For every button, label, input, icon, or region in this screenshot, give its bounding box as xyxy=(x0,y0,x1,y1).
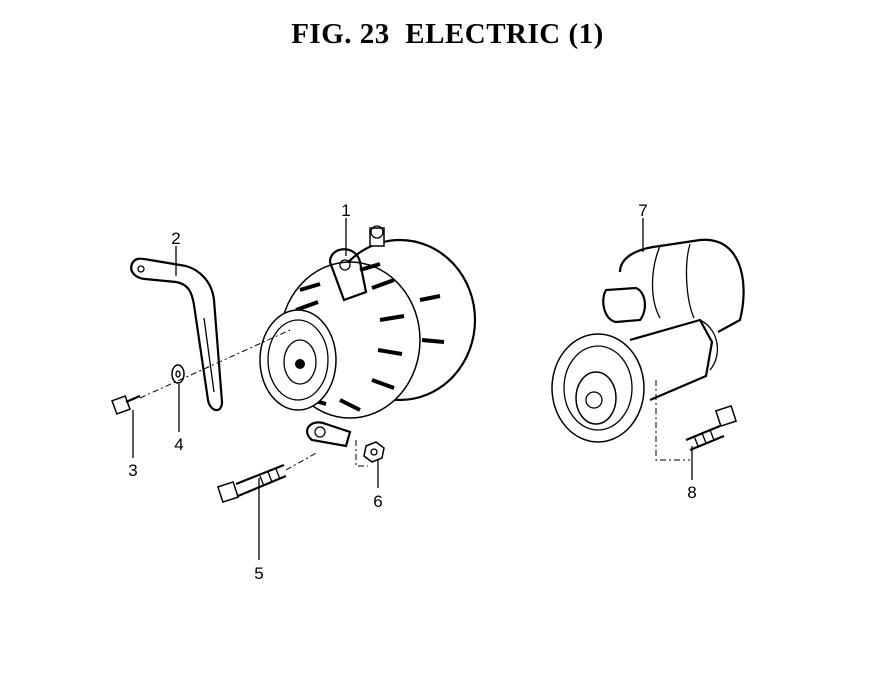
part-1-alternator[interactable] xyxy=(259,225,477,448)
callout-1: 1 xyxy=(341,201,350,220)
callout-8: 8 xyxy=(687,483,696,502)
part-5-bolt[interactable] xyxy=(216,463,287,504)
part-7-starter[interactable] xyxy=(551,238,745,443)
part-8-bolt[interactable] xyxy=(685,404,738,452)
callout-3: 3 xyxy=(128,461,137,480)
part-3-bolt[interactable] xyxy=(111,394,141,415)
callout-5: 5 xyxy=(254,564,263,583)
figure-title: FIG. 23 ELECTRIC (1) xyxy=(291,18,604,50)
part-4-washer[interactable] xyxy=(171,364,185,384)
callout-2: 2 xyxy=(171,229,180,248)
callout-6: 6 xyxy=(373,492,382,511)
part-6-nut[interactable] xyxy=(363,441,385,463)
part-2-bracket[interactable] xyxy=(130,257,224,412)
callout-4: 4 xyxy=(174,435,183,454)
assembly-center-lines xyxy=(139,329,690,471)
leader-lines xyxy=(132,218,693,560)
callout-7: 7 xyxy=(638,201,647,220)
